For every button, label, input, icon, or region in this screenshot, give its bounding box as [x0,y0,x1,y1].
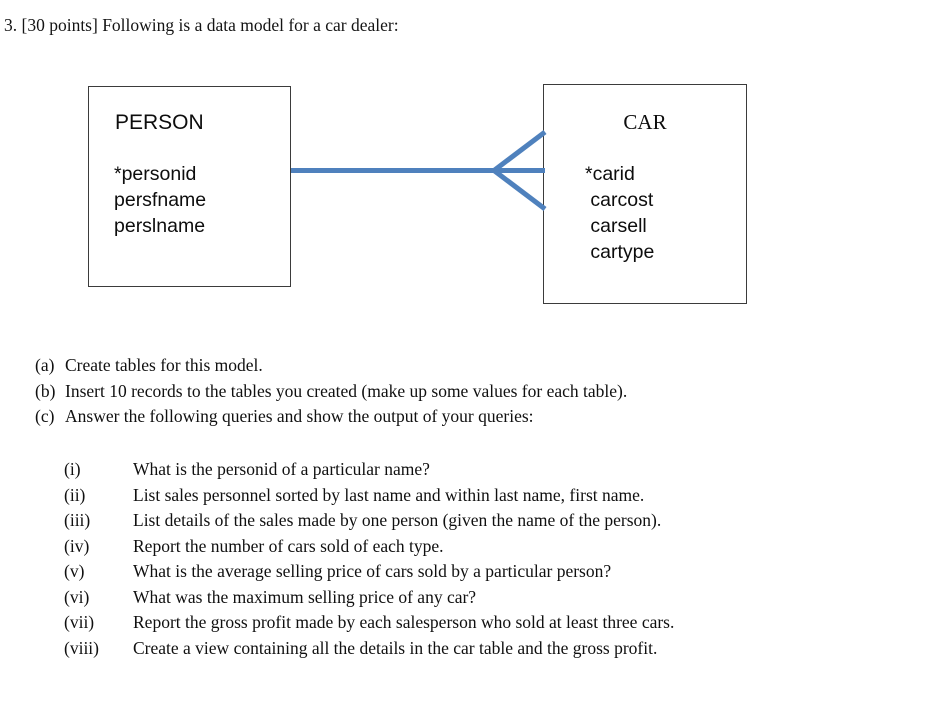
list-marker: (iv) [64,535,90,556]
list-item: (viii) Create a view containing all the … [64,636,820,662]
list-text: Report the gross profit made by each sal… [133,612,675,632]
list-marker: (iii) [64,510,91,530]
list-text: Create tables for this model. [65,355,263,375]
entity-title-person: PERSON [115,111,204,134]
list-text: List details of the sales made by one pe… [133,510,662,530]
list-item: (a) Create tables for this model. [35,353,885,379]
list-item: (b) Insert 10 records to the tables you … [35,379,885,405]
list-item: (iii) List details of the sales made by … [64,508,820,534]
entity-box-car: CAR *carid carcost carsell cartype [543,84,747,304]
list-item: (vi) What was the maximum selling price … [64,585,820,611]
list-text: What was the maximum selling price of an… [133,586,477,607]
entity-attributes-person: *personid persfname perslname [114,163,207,237]
list-item: (vii) Report the gross profit made by ea… [64,610,820,636]
list-text: Answer the following queries and show th… [65,406,534,426]
crowfoot-branch-upper [492,130,547,173]
roman-task-list: (i) What is the personid of a particular… [64,457,820,661]
list-marker: (a) [35,355,55,375]
list-marker: (ii) [64,484,86,505]
entity-box-person: PERSON *personid persfname perslname [88,86,291,287]
list-text: What is the average selling price of car… [133,561,612,581]
list-item: (iv) Report the number of cars sold of e… [64,534,820,560]
list-item: (v) What is the average selling price of… [64,559,820,585]
list-text: What is the personid of a particular nam… [133,459,430,479]
page-title: 3. [30 points] Following is a data model… [4,15,399,35]
entity-title-car: CAR [623,110,667,134]
list-marker: (c) [35,406,55,426]
list-item: (i) What is the personid of a particular… [64,457,820,483]
list-item: (c) Answer the following queries and sho… [35,404,885,430]
list-marker: (i) [64,459,81,479]
crowfoot-branch-lower [492,168,547,211]
list-marker: (viii) [64,637,99,658]
er-diagram: PERSON *personid persfname perslname CAR… [0,0,937,330]
list-item: (ii) List sales personnel sorted by last… [64,483,820,509]
entity-attributes-car: *carid carcost carsell cartype [585,163,655,263]
list-marker: (vii) [64,612,95,632]
list-text: Insert 10 records to the tables you crea… [65,380,628,401]
list-text: List sales personnel sorted by last name… [133,484,645,505]
list-marker: (vi) [64,586,90,607]
list-marker: (b) [35,380,56,401]
list-marker: (v) [64,561,85,581]
list-text: Report the number of cars sold of each t… [133,535,444,556]
lettered-task-list: (a) Create tables for this model. (b) In… [35,353,885,430]
list-text: Create a view containing all the details… [133,637,658,658]
